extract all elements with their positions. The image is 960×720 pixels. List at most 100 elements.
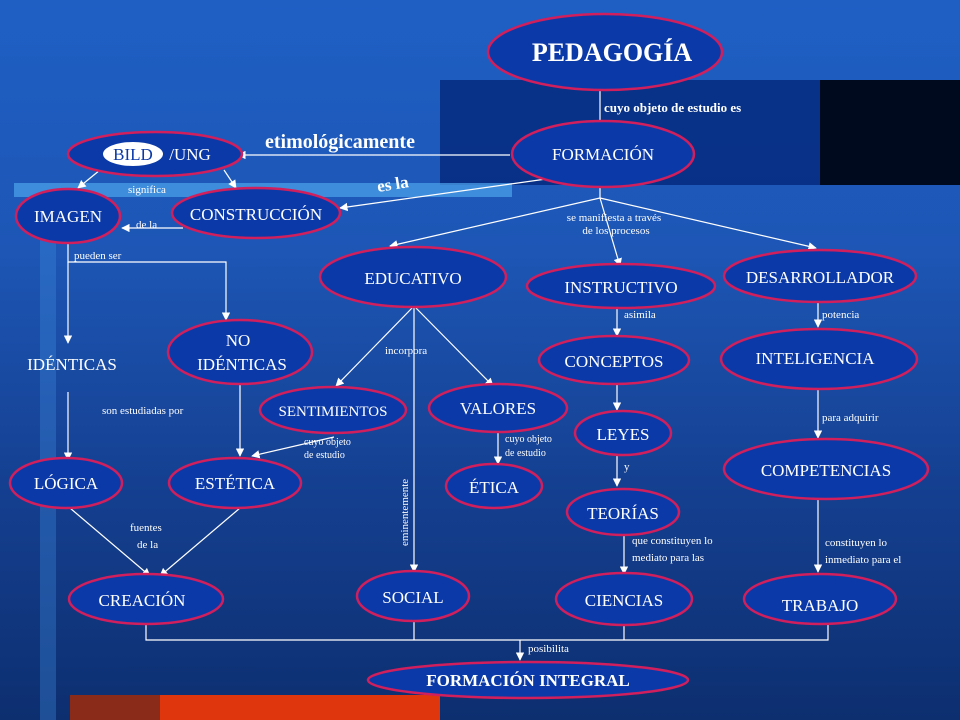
node-sentimientos: SENTIMIENTOS bbox=[258, 385, 408, 435]
node-ciencias-shape bbox=[554, 571, 694, 627]
label-eminentemente: eminentemente bbox=[399, 479, 411, 546]
node-desarrollador: DESARROLLADOR bbox=[722, 248, 918, 304]
label-mediato-2: mediato para las bbox=[632, 552, 704, 564]
edge-sentimientos-estetica bbox=[251, 436, 335, 459]
label-se-manifiesta-1: se manifiesta a través bbox=[567, 212, 661, 224]
node-valores-shape bbox=[427, 382, 569, 434]
node-formacion-integral-shape bbox=[366, 660, 690, 700]
node-construccion-label: CONSTRUCCIÓN bbox=[190, 205, 322, 224]
node-sentimientos-label: SENTIMIENTOS bbox=[279, 404, 388, 420]
node-inteligencia-label: INTELIGENCIA bbox=[756, 349, 876, 368]
node-inteligencia: INTELIGENCIA bbox=[719, 327, 919, 391]
node-estetica-label: ESTÉTICA bbox=[195, 474, 276, 493]
node-bildung: BILD /UNG bbox=[66, 130, 244, 178]
node-ciencias: CIENCIAS bbox=[554, 571, 694, 627]
node-competencias: COMPETENCIAS bbox=[722, 437, 930, 501]
node-pedagogia: PEDAGOGÍA bbox=[486, 12, 724, 92]
node-desarrollador-label: DESARROLLADOR bbox=[746, 268, 895, 287]
node-desarrollador-shape bbox=[722, 248, 918, 304]
node-creacion: CREACIÓN bbox=[67, 572, 225, 626]
node-creacion-shape bbox=[67, 572, 225, 626]
label-son-estudiadas: son estudiadas por bbox=[102, 405, 184, 417]
node-educativo-shape bbox=[318, 245, 508, 309]
node-formacion-integral-label: FORMACIÓN INTEGRAL bbox=[426, 671, 630, 690]
node-logica: LÓGICA bbox=[8, 456, 124, 510]
node-identicas-label: IDÉNTICAS bbox=[27, 355, 117, 374]
node-pedagogia-label: PEDAGOGÍA bbox=[532, 38, 693, 67]
label-de-la: de la bbox=[136, 219, 157, 231]
node-bildung-label-b: /UNG bbox=[169, 145, 211, 164]
node-leyes: LEYES bbox=[573, 409, 673, 457]
edge-formacion-desarrollador bbox=[599, 197, 817, 251]
node-estetica-shape bbox=[167, 456, 303, 510]
node-social-label: SOCIAL bbox=[382, 588, 443, 607]
node-bildung-label-a: BILD bbox=[113, 145, 153, 164]
label-potencia: potencia bbox=[822, 309, 859, 321]
label-asimila: asimila bbox=[624, 309, 656, 321]
label-sent-obj-1: cuyo objeto bbox=[304, 437, 351, 448]
node-no-identicas-label-2: IDÉNTICAS bbox=[197, 355, 287, 374]
node-instructivo: INSTRUCTIVO bbox=[525, 262, 717, 310]
node-estetica: ESTÉTICA bbox=[167, 456, 303, 510]
label-y: y bbox=[624, 461, 630, 473]
label-sent-obj-2: de estudio bbox=[304, 450, 345, 461]
node-social: SOCIAL bbox=[355, 569, 471, 623]
edge-imagen-no-identicas bbox=[67, 243, 231, 321]
node-inteligencia-shape bbox=[719, 327, 919, 391]
node-no-identicas: NO IDÉNTICAS bbox=[166, 318, 314, 386]
node-educativo: EDUCATIVO bbox=[318, 245, 508, 309]
node-sentimientos-shape bbox=[258, 385, 408, 435]
label-pueden-ser: pueden ser bbox=[74, 250, 122, 262]
node-identicas: IDÉNTICAS bbox=[27, 355, 117, 374]
node-ciencias-label: CIENCIAS bbox=[585, 591, 663, 610]
node-educativo-label: EDUCATIVO bbox=[364, 269, 461, 288]
edge-educativo-sentimientos bbox=[335, 305, 415, 387]
node-instructivo-label: INSTRUCTIVO bbox=[564, 278, 677, 297]
edge-labels: cuyo objeto de estudio es etimológicamen… bbox=[74, 100, 901, 655]
label-inmediato-1: constituyen lo bbox=[825, 537, 888, 549]
node-imagen: IMAGEN bbox=[14, 187, 122, 245]
edge-estetica-creacion bbox=[159, 507, 241, 577]
label-posibilita: posibilita bbox=[528, 643, 569, 655]
edge-educativo-valores bbox=[413, 305, 494, 387]
node-trabajo-shape bbox=[742, 572, 898, 626]
label-significa: significa bbox=[128, 184, 166, 196]
node-trabajo-label: TRABAJO bbox=[782, 596, 859, 615]
edge-formacion-instructivo bbox=[599, 197, 622, 267]
edge-bildung-construccion bbox=[223, 169, 237, 189]
label-mediato-1: que constituyen lo bbox=[632, 535, 713, 547]
node-etica-label: ÉTICA bbox=[469, 478, 520, 497]
node-teorias-label: TEORÍAS bbox=[587, 504, 659, 523]
node-competencias-label: COMPETENCIAS bbox=[761, 461, 891, 480]
node-teorias-shape bbox=[565, 487, 681, 537]
label-val-obj-1: cuyo objeto bbox=[505, 434, 552, 445]
edge-bildung-imagen bbox=[77, 169, 101, 189]
node-competencias-shape bbox=[722, 437, 930, 501]
node-imagen-shape bbox=[14, 187, 122, 245]
node-instructivo-shape bbox=[525, 262, 717, 310]
node-creacion-label: CREACIÓN bbox=[99, 591, 186, 610]
node-bildung-highlight bbox=[103, 142, 163, 166]
node-no-identicas-label-1: NO bbox=[226, 331, 251, 350]
node-leyes-shape bbox=[573, 409, 673, 457]
node-valores: VALORES bbox=[427, 382, 569, 434]
label-fuentes-2: de la bbox=[137, 539, 158, 551]
edge-logica-creacion bbox=[69, 507, 151, 577]
label-inmediato-2: inmediato para el bbox=[825, 554, 901, 566]
node-no-identicas-shape bbox=[166, 318, 314, 386]
label-se-manifiesta-2: de los procesos bbox=[582, 225, 649, 237]
node-pedagogia-shape bbox=[486, 12, 724, 92]
node-formacion-label: FORMACIÓN bbox=[552, 145, 654, 164]
label-etimologicamente: etimológicamente bbox=[265, 131, 415, 153]
label-val-obj-2: de estudio bbox=[505, 448, 546, 459]
label-es-la: es la bbox=[376, 172, 411, 196]
node-social-shape bbox=[355, 569, 471, 623]
node-formacion: FORMACIÓN bbox=[510, 119, 696, 189]
node-logica-shape bbox=[8, 456, 124, 510]
node-conceptos: CONCEPTOS bbox=[537, 334, 691, 386]
node-leyes-label: LEYES bbox=[597, 425, 650, 444]
node-construccion-shape bbox=[170, 186, 342, 240]
node-conceptos-shape bbox=[537, 334, 691, 386]
label-fuentes-1: fuentes bbox=[130, 522, 162, 534]
